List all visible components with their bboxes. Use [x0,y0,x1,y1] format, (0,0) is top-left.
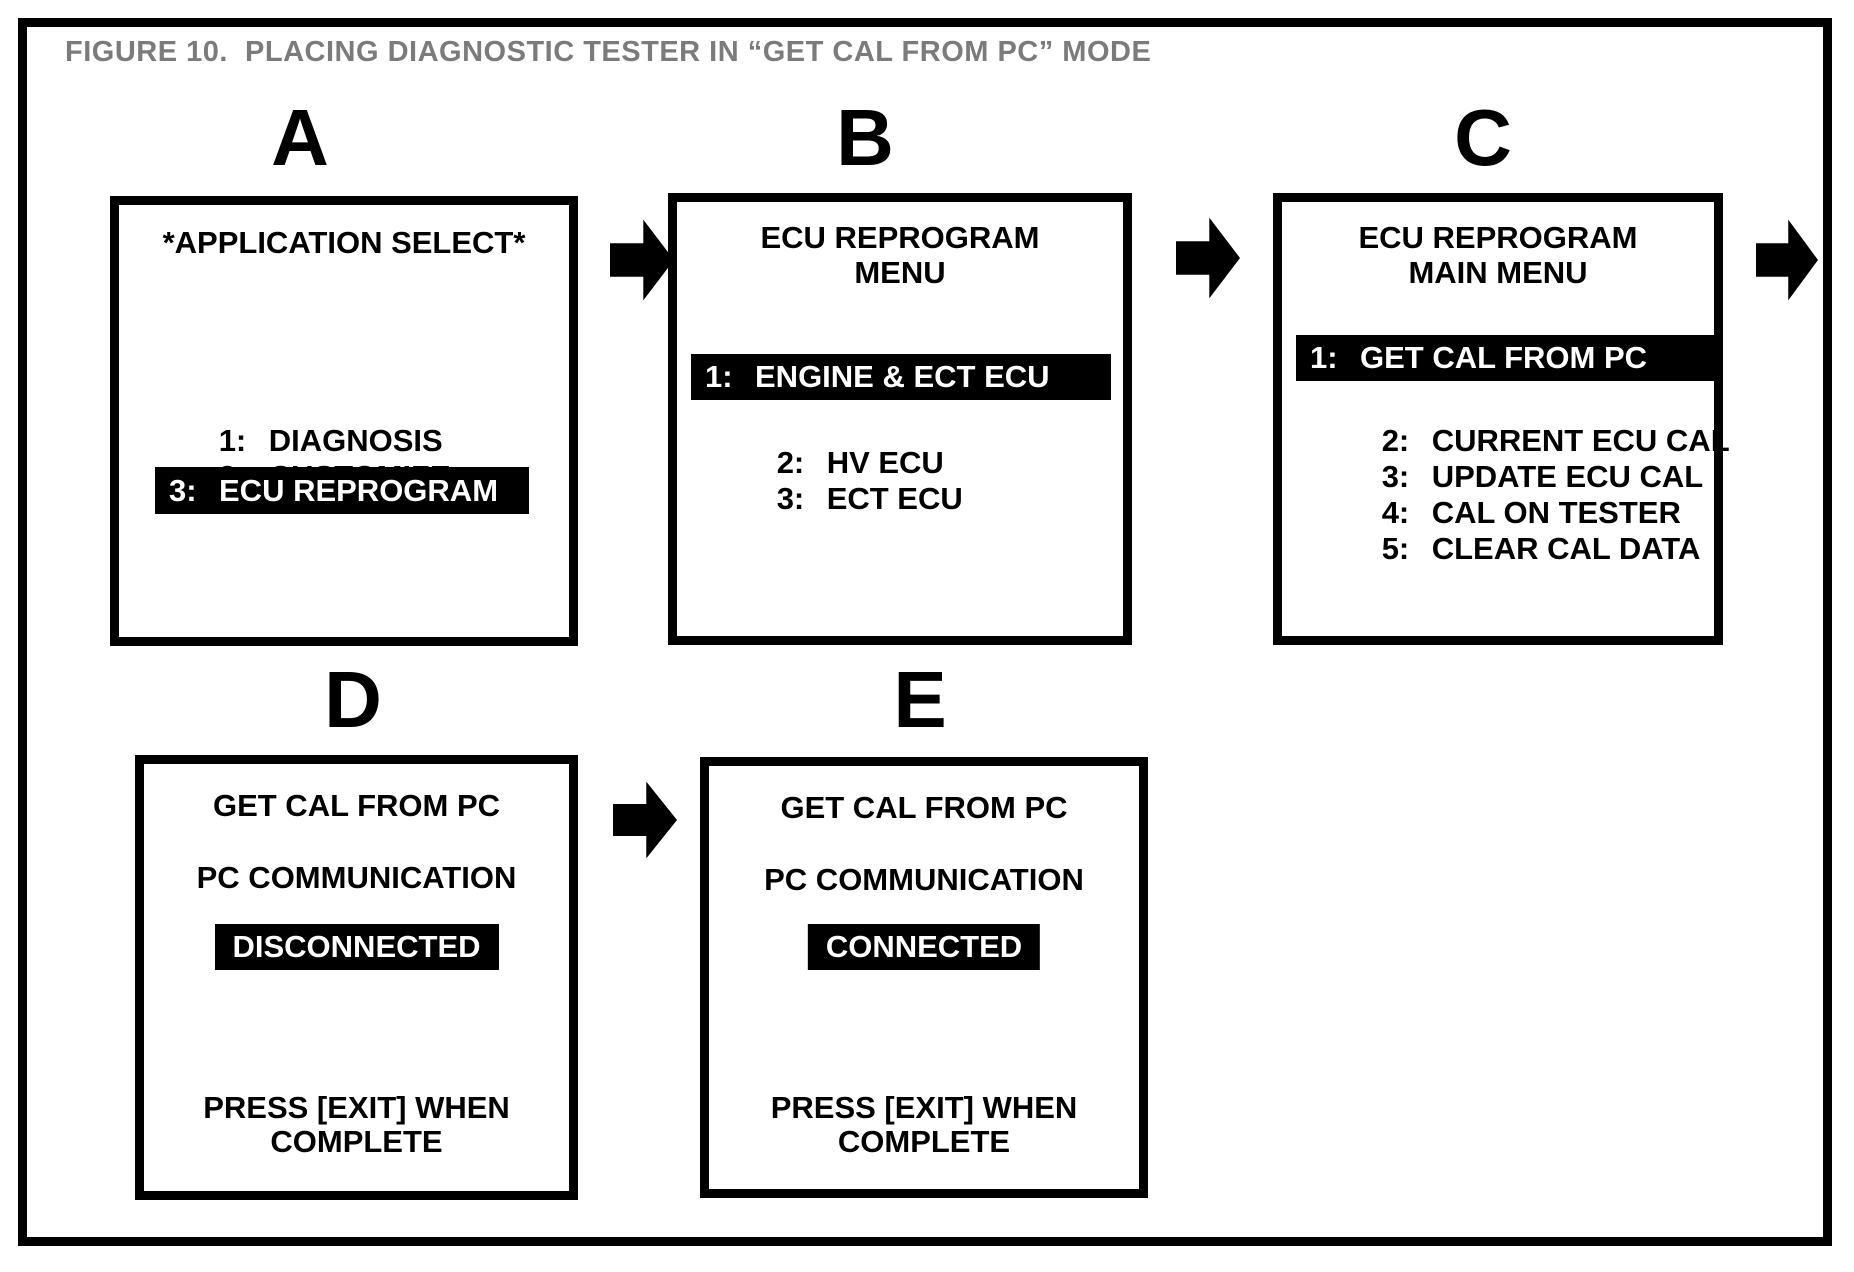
screen-title: MENU [854,255,946,290]
screen-footer: PRESS [EXIT] WHEN [203,1090,510,1125]
menu-item-label: ECT ECU [826,481,963,516]
screen-title: MAIN MENU [1408,255,1588,290]
screen-subtitle: PC COMMUNICATION [764,862,1084,897]
menu-item-number: 2: [776,445,805,480]
step-label-a: A [271,93,329,182]
selected-menu-item: 1: GET CAL FROM PC [1296,335,1718,381]
status-badge: DISCONNECTED [214,924,499,970]
menu-item-label: CLEAR CAL DATA [1431,531,1701,566]
menu-item: 2: HV ECU [725,409,944,517]
menu-item-label: GET CAL FROM PC [1360,340,1648,375]
status-badge: CONNECTED [807,924,1041,970]
menu-item-label: HV ECU [826,445,944,480]
tester-screen-d: GET CAL FROM PC PC COMMUNICATION DISCONN… [135,755,578,1200]
screen-title: *APPLICATION SELECT* [162,225,526,260]
menu-item-number: 1: [705,359,733,394]
menu-item: 2: CURRENT ECU CAL [1330,387,1730,495]
menu-item-label: DIAGNOSIS [268,423,443,458]
screen-title: GET CAL FROM PC [780,790,1068,825]
menu-item: 1: DIAGNOSIS [167,387,443,495]
step-label-b: B [836,93,894,182]
screen-title: ECU REPROGRAM [1358,220,1638,255]
screen-footer: COMPLETE [837,1124,1011,1159]
selected-menu-item: 1: ENGINE & ECT ECU [691,354,1111,400]
menu-item: 3: ECT ECU [725,445,963,553]
menu-item-number: 4: [1381,495,1410,530]
menu-item-label: ENGINE & ECT ECU [755,359,1050,394]
menu-item: 4: CAL ON TESTER [1330,459,1681,567]
menu-item-number: 2: [1381,423,1410,458]
step-label-e: E [893,655,947,744]
selected-menu-item: 3: ECU REPROGRAM [155,467,529,514]
screen-subtitle: PC COMMUNICATION [196,860,517,895]
menu-item-number: 1: [1310,340,1338,375]
menu-item: 3: UPDATE ECU CAL [1330,423,1704,531]
tester-screen-c: ECU REPROGRAM MAIN MENU 1: GET CAL FROM P… [1273,193,1730,645]
step-label-c: C [1454,93,1512,182]
menu-item: 5: CLEAR CAL DATA [1330,495,1701,603]
menu-item-number: 1: [218,423,247,458]
menu-item-label: CAL ON TESTER [1431,495,1681,530]
menu-item-number: 3: [169,472,197,508]
menu-item-number: 3: [776,481,805,516]
menu-item-label: ECU REPROGRAM [219,472,499,508]
screen-footer: PRESS [EXIT] WHEN [770,1090,1078,1125]
tester-screen-e: GET CAL FROM PC PC COMMUNICATION CONNECT… [700,757,1148,1198]
menu-item-label: UPDATE ECU CAL [1431,459,1704,494]
menu-item-label: CURRENT ECU CAL [1431,423,1730,458]
tester-screen-a: *APPLICATION SELECT* 1:DIAGNOSIS 2:CUSTO… [110,196,578,646]
menu-item-number: 3: [1381,459,1410,494]
screen-title: GET CAL FROM PC [212,788,501,823]
figure-caption: FIGURE 10. PLACING DIAGNOSTIC TESTER IN … [65,36,1152,68]
step-label-d: D [324,655,382,744]
screen-footer: COMPLETE [270,1124,443,1159]
menu-item-number: 5: [1381,531,1410,566]
tester-screen-b: ECU REPROGRAM MENU 1: ENGINE & ECT ECU 2:… [668,193,1132,645]
screen-title: ECU REPROGRAM [760,220,1040,255]
